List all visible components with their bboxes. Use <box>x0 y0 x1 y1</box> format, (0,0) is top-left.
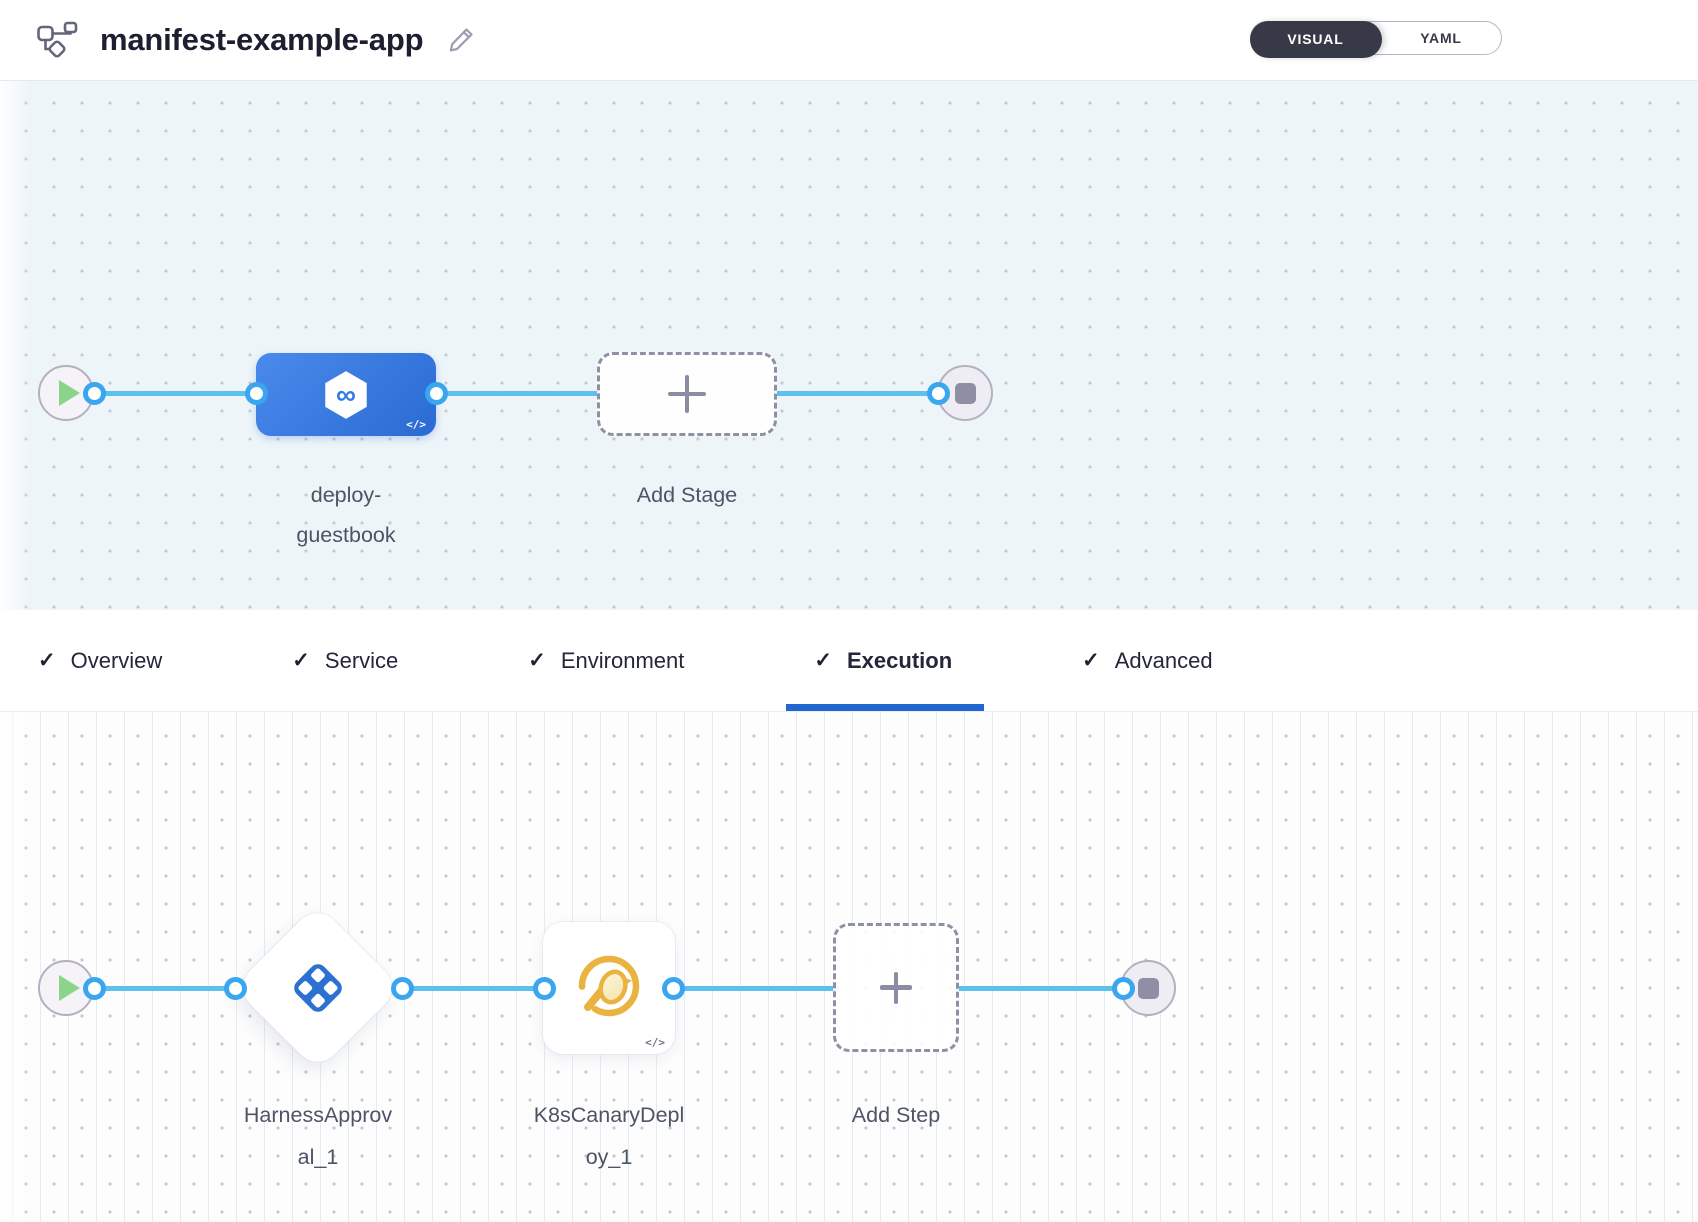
port-approval-in[interactable] <box>223 976 247 1000</box>
stage-name-label: deploy- guestbook <box>296 483 396 547</box>
edge-start-to-stage <box>90 391 258 396</box>
tab-advanced[interactable]: ✓ Advanced <box>1082 647 1213 673</box>
edit-pencil-icon[interactable] <box>445 24 477 56</box>
toggle-yaml-button[interactable]: YAML <box>1381 22 1501 54</box>
edge-approval-to-canary <box>400 985 548 991</box>
port-end-in[interactable] <box>926 381 950 405</box>
stage-node-deploy-guestbook[interactable]: ∞ </> <box>256 353 436 436</box>
toggle-yaml-label: YAML <box>1420 30 1462 46</box>
step-node-harness-approval[interactable] <box>233 903 402 1072</box>
tab-execution[interactable]: ✓ Execution <box>786 610 984 711</box>
canary-step-name-label: K8sCanaryDepl oy_1 <box>533 1103 685 1169</box>
port-canary-out[interactable] <box>661 976 685 1000</box>
toggle-visual-label: VISUAL <box>1287 31 1344 47</box>
approval-step-name-label: HarnessApprov al_1 <box>243 1103 393 1169</box>
edge-addstep-to-end <box>955 985 1127 991</box>
edge-addstage-to-end <box>775 391 940 396</box>
port-canary-in[interactable] <box>532 976 556 1000</box>
stop-icon <box>954 382 976 404</box>
port-exec-end-in[interactable] <box>1111 976 1135 1000</box>
step-node-k8s-canary[interactable]: </> <box>543 922 675 1054</box>
visual-yaml-toggle: VISUAL YAML <box>1249 20 1502 58</box>
execution-graph-canvas: </> HarnessApprov al_1 K8sCanaryDepl oy_… <box>0 712 1698 1222</box>
play-icon <box>59 380 80 406</box>
step-yaml-badge: </> <box>645 1036 665 1049</box>
add-step-button[interactable] <box>833 923 959 1052</box>
toggle-visual-button[interactable]: VISUAL <box>1249 20 1382 58</box>
port-approval-out[interactable] <box>390 976 414 1000</box>
pipeline-title: manifest-example-app <box>100 22 424 57</box>
canvas-left-fade <box>0 81 30 610</box>
check-icon: ✓ <box>814 649 832 672</box>
pipeline-end-node <box>937 365 993 421</box>
edge-canary-to-addstep <box>670 985 838 991</box>
port-start-out[interactable] <box>82 381 106 405</box>
plus-icon <box>880 971 912 1004</box>
check-icon: ✓ <box>528 649 546 672</box>
canvas-left-fade <box>0 712 30 1222</box>
add-stage-label: Add Stage <box>636 483 738 507</box>
check-icon: ✓ <box>1082 649 1100 672</box>
port-stage-out[interactable] <box>424 381 448 405</box>
header: manifest-example-app VISUAL YAML <box>0 0 1698 81</box>
stop-icon <box>1137 977 1159 999</box>
tab-environment[interactable]: ✓ Environment <box>528 647 685 673</box>
stage-yaml-badge: </> <box>406 418 426 431</box>
pipeline-flowchart-icon <box>36 20 80 60</box>
plus-icon <box>668 375 706 413</box>
tab-overview[interactable]: ✓ Overview <box>38 647 163 673</box>
edge-stage-to-addstage <box>434 391 600 396</box>
port-exec-start-out[interactable] <box>82 976 106 1000</box>
cd-hexagon-infinity-icon: ∞ <box>325 370 367 419</box>
add-stage-button[interactable] <box>597 352 777 436</box>
tab-service[interactable]: ✓ Service <box>292 647 399 673</box>
add-step-label: Add Step <box>851 1103 941 1127</box>
port-stage-in[interactable] <box>244 381 268 405</box>
play-icon <box>59 975 80 1001</box>
svg-text:∞: ∞ <box>336 378 356 409</box>
canary-bird-icon <box>578 955 640 1017</box>
edge-start-to-approval <box>90 985 240 991</box>
check-icon: ✓ <box>38 649 56 672</box>
check-icon: ✓ <box>292 649 310 672</box>
stage-config-tabs: ✓ Overview ✓ Service ✓ Environment ✓ Exe… <box>0 610 1698 712</box>
stage-graph-canvas: ∞ </> deploy- guestbook Add Stage <box>0 81 1698 610</box>
